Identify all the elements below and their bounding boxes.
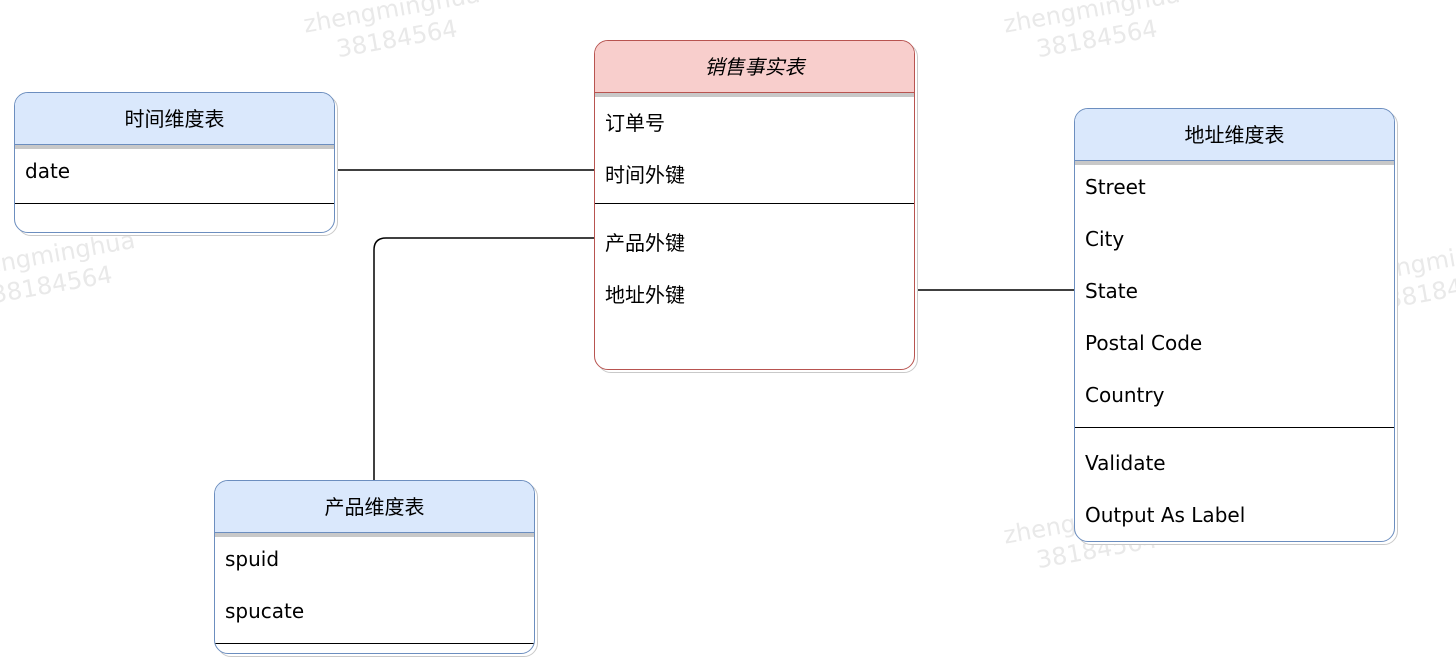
field-product-foreign-key: 产品外键 — [605, 231, 685, 255]
field-country: Country — [1085, 383, 1165, 407]
header-divider — [15, 145, 334, 149]
table-box: 销售事实表 订单号 时间外键 产品外键 地址外键 — [594, 40, 915, 370]
field-spucate: spucate — [225, 599, 305, 623]
method-validate: Validate — [1085, 451, 1166, 475]
section-divider — [1075, 427, 1394, 428]
section-divider — [595, 203, 914, 204]
field-address-foreign-key: 地址外键 — [605, 283, 685, 307]
table-header: 产品维度表 — [215, 481, 534, 533]
section-divider — [15, 203, 334, 204]
connector-product-fact — [373, 237, 594, 480]
address-dimension-table[interactable]: 地址维度表 Street City State Postal Code Coun… — [1074, 108, 1398, 545]
product-dimension-table[interactable]: 产品维度表 spuid spucate — [214, 480, 538, 657]
table-box: 时间维度表 date — [14, 92, 335, 233]
table-header: 销售事实表 — [595, 41, 914, 93]
field-street: Street — [1085, 175, 1146, 199]
field-postal-code: Postal Code — [1085, 331, 1203, 355]
field-time-foreign-key: 时间外键 — [605, 163, 685, 187]
section-divider — [215, 643, 534, 644]
sales-fact-table[interactable]: 销售事实表 订单号 时间外键 产品外键 地址外键 — [594, 40, 918, 373]
field-city: City — [1085, 227, 1125, 251]
header-divider — [595, 93, 914, 97]
header-divider — [1075, 161, 1394, 165]
table-header: 时间维度表 — [15, 93, 334, 145]
field-spuid: spuid — [225, 547, 280, 571]
table-box: 地址维度表 Street City State Postal Code Coun… — [1074, 108, 1395, 542]
time-dimension-table[interactable]: 时间维度表 date — [14, 92, 338, 236]
field-date: date — [25, 159, 71, 183]
field-state: State — [1085, 279, 1138, 303]
table-header: 地址维度表 — [1075, 109, 1394, 161]
field-order-number: 订单号 — [605, 111, 665, 135]
table-box: 产品维度表 spuid spucate — [214, 480, 535, 654]
method-output-as-label: Output As Label — [1085, 503, 1246, 527]
header-divider — [215, 533, 534, 537]
